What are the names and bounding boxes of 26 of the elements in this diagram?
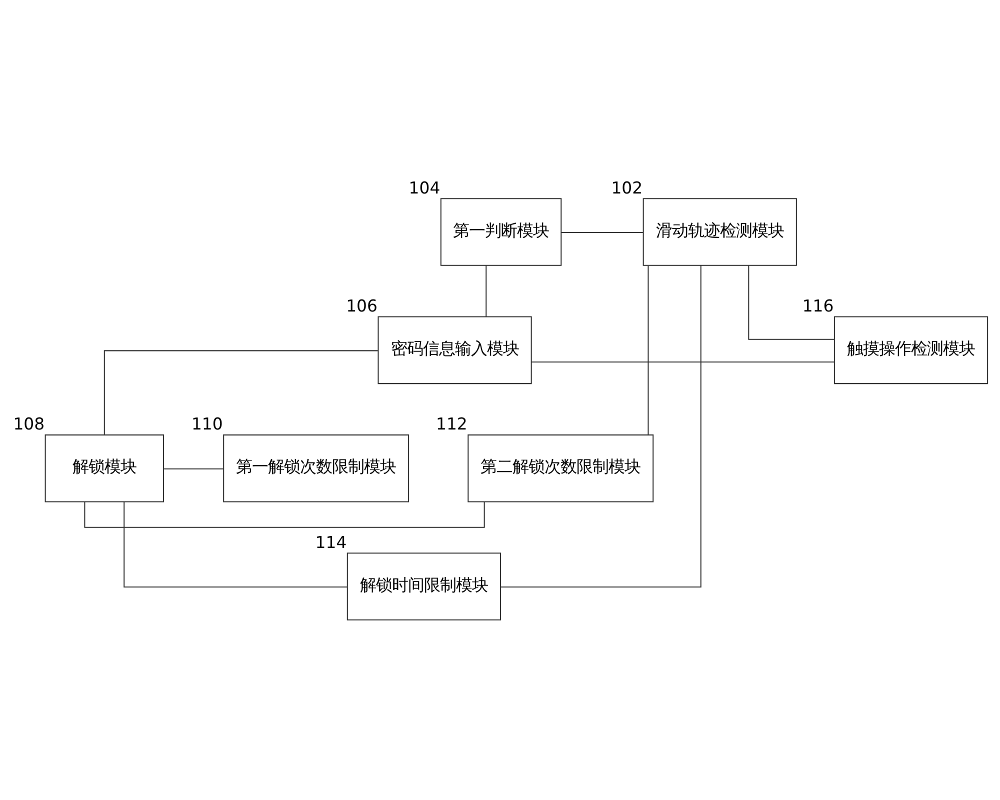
connector xyxy=(104,350,378,435)
connector xyxy=(84,502,485,528)
connector xyxy=(648,266,649,435)
connector xyxy=(748,266,834,340)
node-box: 滑动轨迹检测模块 xyxy=(642,198,797,266)
node-box: 第一判断模块 xyxy=(440,198,562,266)
node-label: 112 xyxy=(436,414,468,434)
node-label: 116 xyxy=(802,296,834,316)
connector xyxy=(561,232,644,234)
node-label: 102 xyxy=(611,178,643,198)
connector xyxy=(124,502,348,588)
node-label: 108 xyxy=(13,414,45,434)
connector xyxy=(486,266,487,317)
node-box: 第一解锁次数限制模块 xyxy=(223,434,410,502)
node-box: 解锁模块 xyxy=(44,434,164,502)
node-label: 104 xyxy=(408,178,440,198)
node-label: 114 xyxy=(315,532,347,552)
node-box: 解锁时间限制模块 xyxy=(346,552,502,620)
node-label: 110 xyxy=(191,414,223,434)
connector xyxy=(164,468,224,470)
node-box: 密码信息输入模块 xyxy=(378,316,532,384)
connector xyxy=(531,361,834,362)
node-label: 106 xyxy=(346,296,378,316)
node-box: 触摸操作检测模块 xyxy=(834,316,988,384)
connector xyxy=(500,265,702,588)
node-box: 第二解锁次数限制模块 xyxy=(468,434,654,502)
